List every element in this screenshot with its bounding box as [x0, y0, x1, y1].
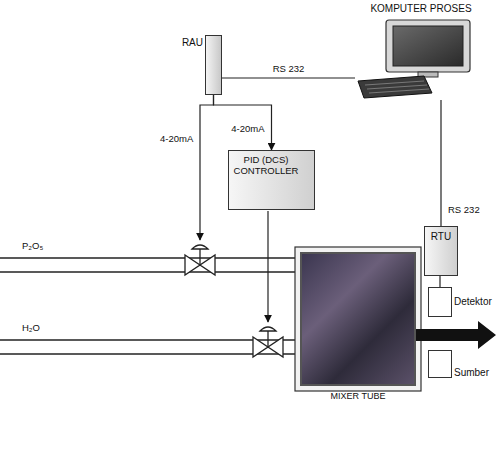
- rtu-unit: RTU: [424, 226, 458, 276]
- mixer-tube: MIXER TUBE: [300, 252, 416, 386]
- control-valve: [253, 327, 283, 357]
- node-label: PID (DCS) CONTROLLER: [229, 151, 303, 177]
- node-label: RAU: [182, 37, 203, 49]
- pipe-label: P₂O₅: [22, 241, 43, 252]
- detector-box: Detektor: [428, 287, 452, 317]
- signal-wire: [267, 211, 268, 322]
- node-label: KOMPUTER PROSES: [355, 3, 487, 15]
- node-label: RTU: [425, 227, 457, 243]
- connector-label: RS 232: [271, 64, 307, 75]
- flow-arrow: [416, 321, 496, 349]
- computer-icon: [358, 20, 470, 98]
- p2o5-pipe: [0, 258, 300, 272]
- control-valve: [185, 245, 215, 275]
- signal-wire: [200, 95, 214, 240]
- computer-node: KOMPUTER PROSES: [355, 3, 487, 100]
- rau-unit: RAU: [205, 35, 222, 95]
- signal-connector: [439, 276, 440, 287]
- signal-label: 4-20mA: [160, 134, 193, 145]
- source-box: Sumber: [428, 350, 452, 378]
- signal-connector: [214, 95, 272, 150]
- signal-connector: [440, 100, 441, 226]
- node-label: MIXER TUBE: [302, 391, 414, 401]
- connector-label: 4-20mA: [229, 124, 266, 135]
- mixer-frame: [295, 247, 421, 391]
- signal-connector: [222, 77, 355, 78]
- node-label: Detektor: [454, 296, 492, 308]
- pipe-label: H₂O: [22, 323, 40, 334]
- connector-label: RS 232: [446, 205, 482, 216]
- pid-controller: PID (DCS) CONTROLLER: [228, 150, 315, 210]
- node-label: Sumber: [454, 367, 489, 379]
